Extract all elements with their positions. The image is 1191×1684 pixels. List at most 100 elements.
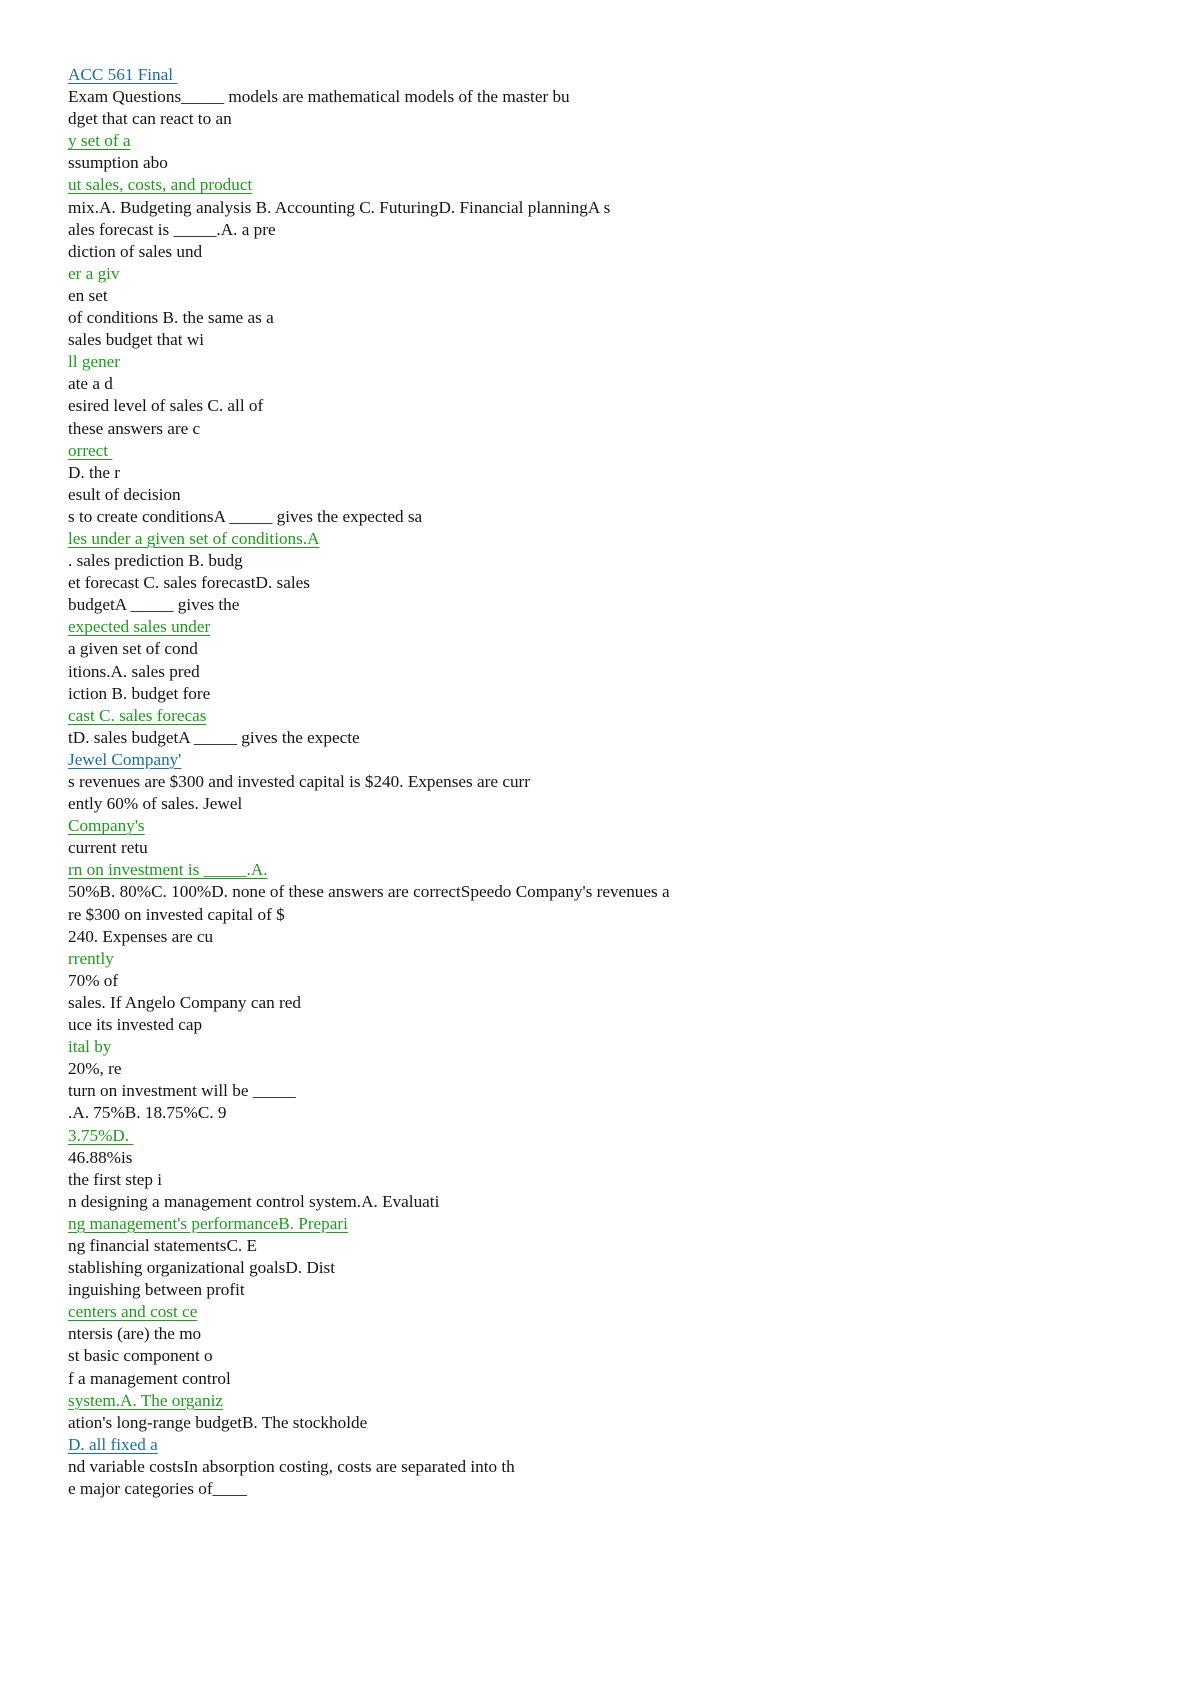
text-line: er a giv xyxy=(68,263,1128,285)
hyperlink-text[interactable]: Jewel Company' xyxy=(68,749,182,769)
line-text: 50%B. 80%C. 100%D. none of these answers… xyxy=(68,882,670,902)
text-line: a given set of cond xyxy=(68,638,1128,660)
text-line: esired level of sales C. all of xyxy=(68,395,1128,417)
line-text: a given set of cond xyxy=(68,639,198,659)
line-text: 46.88%is xyxy=(68,1147,133,1167)
text-line: stablishing organizational goalsD. Dist xyxy=(68,1257,1128,1279)
line-text: . sales prediction B. budg xyxy=(68,551,243,571)
line-text: ation's long-range budgetB. The stockhol… xyxy=(68,1412,368,1432)
text-line: . sales prediction B. budg xyxy=(68,550,1128,572)
link-line: D. all fixed a xyxy=(68,1434,1128,1456)
hyperlink-text[interactable]: y set of a xyxy=(68,131,131,151)
hyperlink-text[interactable]: system.A. The organiz xyxy=(68,1390,223,1410)
link-line: y set of a xyxy=(68,130,1128,152)
text-line: et forecast C. sales forecastD. sales xyxy=(68,572,1128,594)
link-line: les under a given set of conditions.A xyxy=(68,528,1128,550)
line-text: the first step i xyxy=(68,1169,163,1189)
line-text: ate a d xyxy=(68,374,113,394)
hyperlink-text[interactable]: ut sales, costs, and product xyxy=(68,175,253,195)
line-text: ssumption abo xyxy=(68,153,168,173)
text-line: ntersis (are) the mo xyxy=(68,1323,1128,1345)
line-text: 20%, re xyxy=(68,1059,122,1079)
line-text: sales. If Angelo Company can red xyxy=(68,992,301,1012)
link-line: ng management's performanceB. Prepari xyxy=(68,1213,1128,1235)
line-text: et forecast C. sales forecastD. sales xyxy=(68,573,310,593)
text-line: Exam Questions_____ models are mathemati… xyxy=(68,86,1128,108)
line-text: f a management control xyxy=(68,1368,231,1388)
text-line: re $300 on invested capital of $ xyxy=(68,904,1128,926)
line-text: turn on investment will be _____ xyxy=(68,1081,296,1101)
line-text: ng financial statementsC. E xyxy=(68,1235,258,1255)
text-line: itions.A. sales pred xyxy=(68,661,1128,683)
line-text: 240. Expenses are cu xyxy=(68,926,214,946)
text-line: ation's long-range budgetB. The stockhol… xyxy=(68,1412,1128,1434)
hyperlink-text[interactable]: centers and cost ce xyxy=(68,1302,198,1322)
line-text: .A. 75%B. 18.75%C. 9 xyxy=(68,1103,227,1123)
text-line: these answers are c xyxy=(68,418,1128,440)
highlighted-text: ital by xyxy=(68,1037,112,1057)
line-text: ently 60% of sales. Jewel xyxy=(68,794,243,814)
line-text: 70% of xyxy=(68,970,119,990)
line-text: nd variable costsIn absorption costing, … xyxy=(68,1456,515,1476)
text-line: turn on investment will be _____ xyxy=(68,1080,1128,1102)
text-line: 70% of xyxy=(68,970,1128,992)
link-line: Jewel Company' xyxy=(68,749,1128,771)
hyperlink-text[interactable]: expected sales under xyxy=(68,617,211,637)
text-line: 240. Expenses are cu xyxy=(68,926,1128,948)
text-line: ng financial statementsC. E xyxy=(68,1235,1128,1257)
text-line: uce its invested cap xyxy=(68,1014,1128,1036)
link-line: 3.75%D. xyxy=(68,1125,1128,1147)
text-line: tD. sales budgetA _____ gives the expect… xyxy=(68,727,1128,749)
text-line: .A. 75%B. 18.75%C. 9 xyxy=(68,1102,1128,1124)
hyperlink-text[interactable]: ng management's performanceB. Prepari xyxy=(68,1213,348,1233)
line-text: sales budget that wi xyxy=(68,330,205,350)
line-text: mix.A. Budgeting analysis B. Accounting … xyxy=(68,197,611,217)
line-text: st basic component o xyxy=(68,1346,213,1366)
link-line: ut sales, costs, and product xyxy=(68,174,1128,196)
line-text: en set xyxy=(68,285,108,305)
text-line: budgetA _____ gives the xyxy=(68,594,1128,616)
line-text: budgetA _____ gives the xyxy=(68,595,240,615)
text-line: rrently xyxy=(68,948,1128,970)
text-line: current retu xyxy=(68,837,1128,859)
hyperlink-text[interactable]: ACC 561 Final xyxy=(68,65,178,84)
link-line: expected sales under xyxy=(68,616,1128,638)
text-line: iction B. budget fore xyxy=(68,683,1128,705)
link-line: system.A. The organiz xyxy=(68,1390,1128,1412)
hyperlink-text[interactable]: Company's xyxy=(68,816,145,836)
hyperlink-text[interactable]: D. all fixed a xyxy=(68,1434,158,1454)
line-text: diction of sales und xyxy=(68,241,203,261)
line-text: ales forecast is _____.A. a pre xyxy=(68,219,276,239)
text-line: ssumption abo xyxy=(68,152,1128,174)
line-text: tD. sales budgetA _____ gives the expect… xyxy=(68,727,360,747)
line-text: inguishing between profit xyxy=(68,1280,245,1300)
link-line: rn on investment is _____.A. xyxy=(68,859,1128,881)
highlighted-text: rrently xyxy=(68,948,114,968)
line-text: iction B. budget fore xyxy=(68,683,211,703)
text-line: en set xyxy=(68,285,1128,307)
line-text: these answers are c xyxy=(68,418,201,438)
line-text: s revenues are $300 and invested capital… xyxy=(68,772,530,791)
line-text: esired level of sales C. all of xyxy=(68,396,264,416)
hyperlink-text[interactable]: 3.75%D. xyxy=(68,1125,134,1145)
text-line: ital by xyxy=(68,1036,1128,1058)
line-text: esult of decision xyxy=(68,484,181,504)
text-line: st basic component o xyxy=(68,1345,1128,1367)
text-line: s to create conditionsA _____ gives the … xyxy=(68,506,1128,528)
hyperlink-text[interactable]: les under a given set of conditions.A xyxy=(68,528,320,548)
hyperlink-text[interactable]: orrect xyxy=(68,440,113,460)
text-line: D. the r xyxy=(68,462,1128,484)
highlighted-text: ll gener xyxy=(68,352,121,372)
text-line: ales forecast is _____.A. a pre xyxy=(68,219,1128,241)
line-text: of conditions B. the same as a xyxy=(68,308,274,328)
line-text: itions.A. sales pred xyxy=(68,661,200,681)
link-line: Company's xyxy=(68,815,1128,837)
hyperlink-text[interactable]: rn on investment is _____.A. xyxy=(68,860,268,880)
hyperlink-text[interactable]: cast C. sales forecas xyxy=(68,705,207,725)
highlighted-text: er a giv xyxy=(68,263,120,283)
link-line: centers and cost ce xyxy=(68,1301,1128,1323)
text-line: e major categories of____ xyxy=(68,1478,1128,1500)
line-text: dget that can react to an xyxy=(68,109,232,129)
line-text: e major categories of____ xyxy=(68,1479,247,1498)
